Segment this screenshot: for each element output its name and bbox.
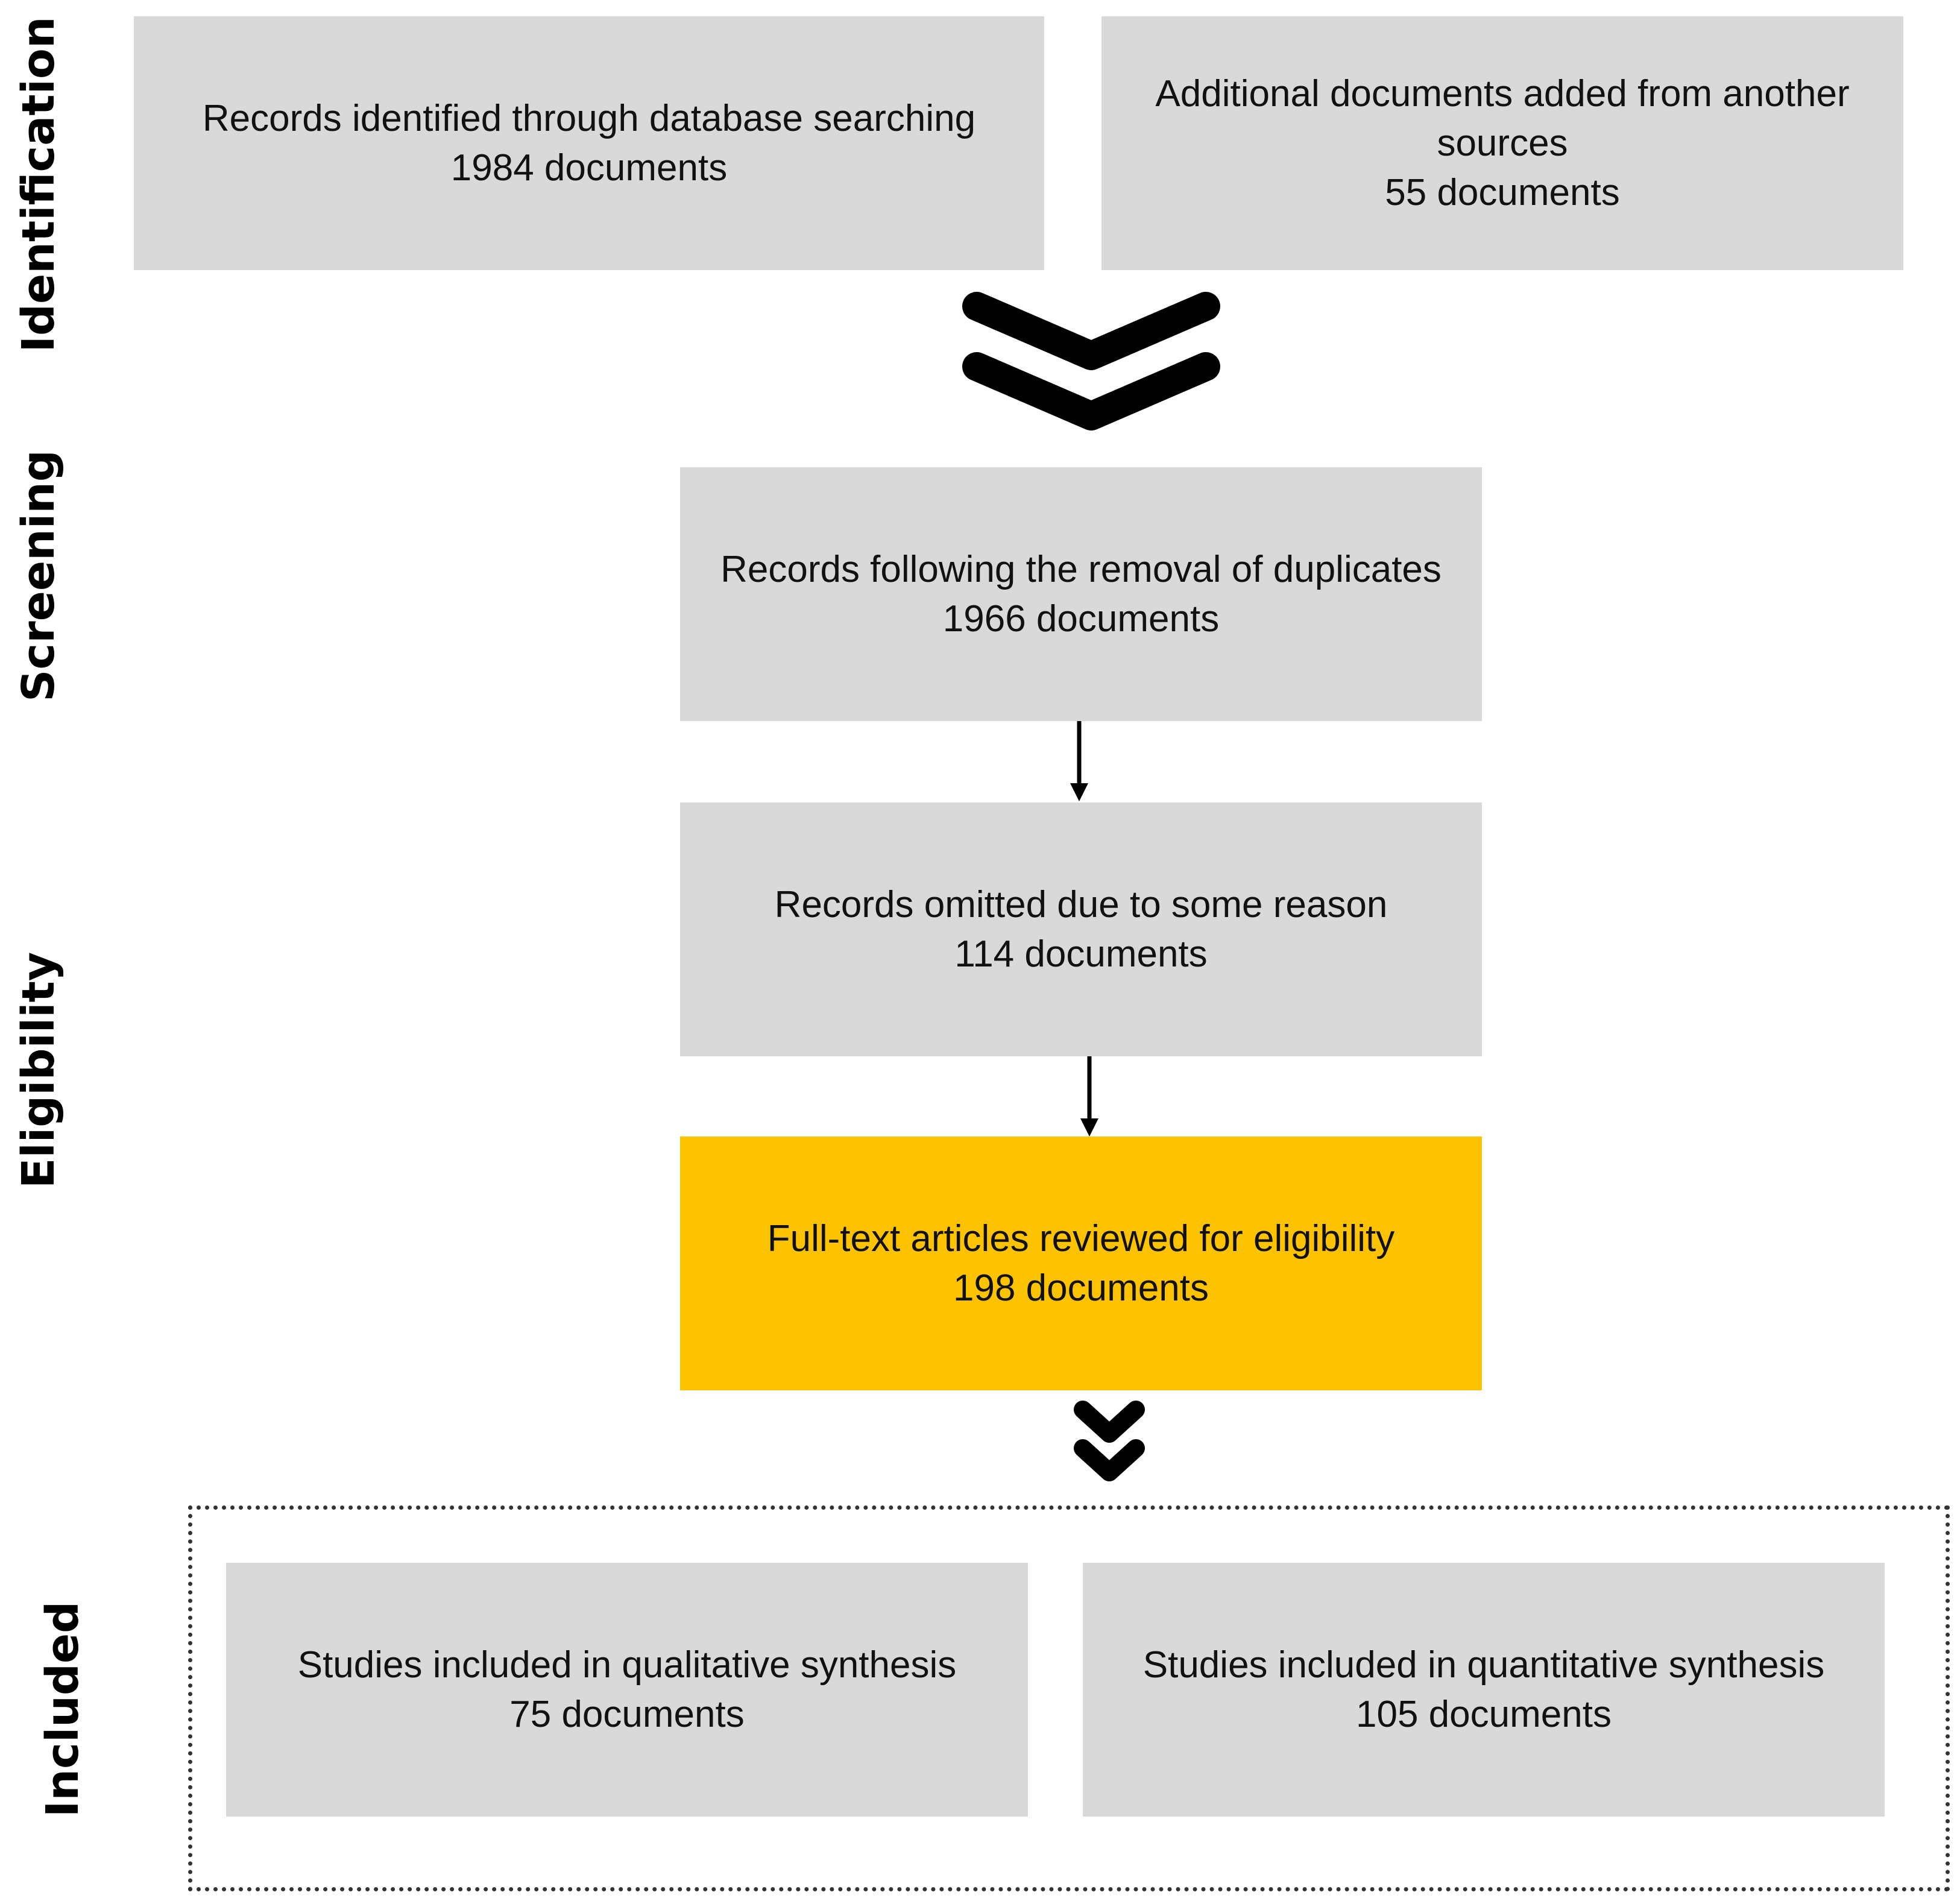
box-other-sources-count: 55 documents [1385,171,1620,213]
stage-label-screening: Screening [13,450,65,702]
box-duplicates-removed-count: 1966 documents [942,597,1220,640]
box-full-text-reviewed-count: 198 documents [953,1267,1209,1309]
arrow-down-icon [1080,1056,1098,1137]
box-records-omitted-title: Records omitted due to some reason [774,883,1388,925]
box-qualitative-synthesis-count: 75 documents [509,1693,745,1735]
box-duplicates-removed-title: Records following the removal of duplica… [720,548,1442,590]
box-full-text-reviewed: Full-text articles reviewed for eligibil… [680,1137,1482,1390]
box-qualitative-synthesis-title: Studies included in qualitative synthesi… [297,1644,957,1686]
box-quantitative-synthesis: Studies included in quantitative synthes… [1083,1563,1885,1817]
arrow-down-icon [1070,721,1088,801]
box-database-search: Records identified through database sear… [134,16,1044,270]
box-database-search-count: 1984 documents [450,147,728,189]
box-qualitative-synthesis: Studies included in qualitative synthesi… [226,1563,1028,1817]
box-full-text-reviewed-title: Full-text articles reviewed for eligibil… [767,1217,1395,1259]
included-frame [188,1505,1950,1891]
box-quantitative-synthesis-count: 105 documents [1356,1693,1612,1735]
box-duplicates-removed: Records following the removal of duplica… [680,467,1482,721]
stage-label-included: Included [37,1601,89,1818]
box-quantitative-synthesis-title: Studies included in quantitative synthes… [1142,1644,1825,1686]
box-other-sources-title: Additional documents added from another … [1155,72,1850,164]
box-records-omitted: Records omitted due to some reason 114 d… [680,802,1482,1056]
stage-label-eligibility: Eligibility [13,951,65,1189]
box-records-omitted-count: 114 documents [954,933,1208,975]
double-chevron-down-icon [1074,1401,1145,1481]
box-other-sources: Additional documents added from another … [1101,16,1903,270]
stage-label-identification: Identification [13,16,65,353]
double-chevron-down-icon [962,292,1220,430]
box-database-search-title: Records identified through database sear… [202,97,976,139]
